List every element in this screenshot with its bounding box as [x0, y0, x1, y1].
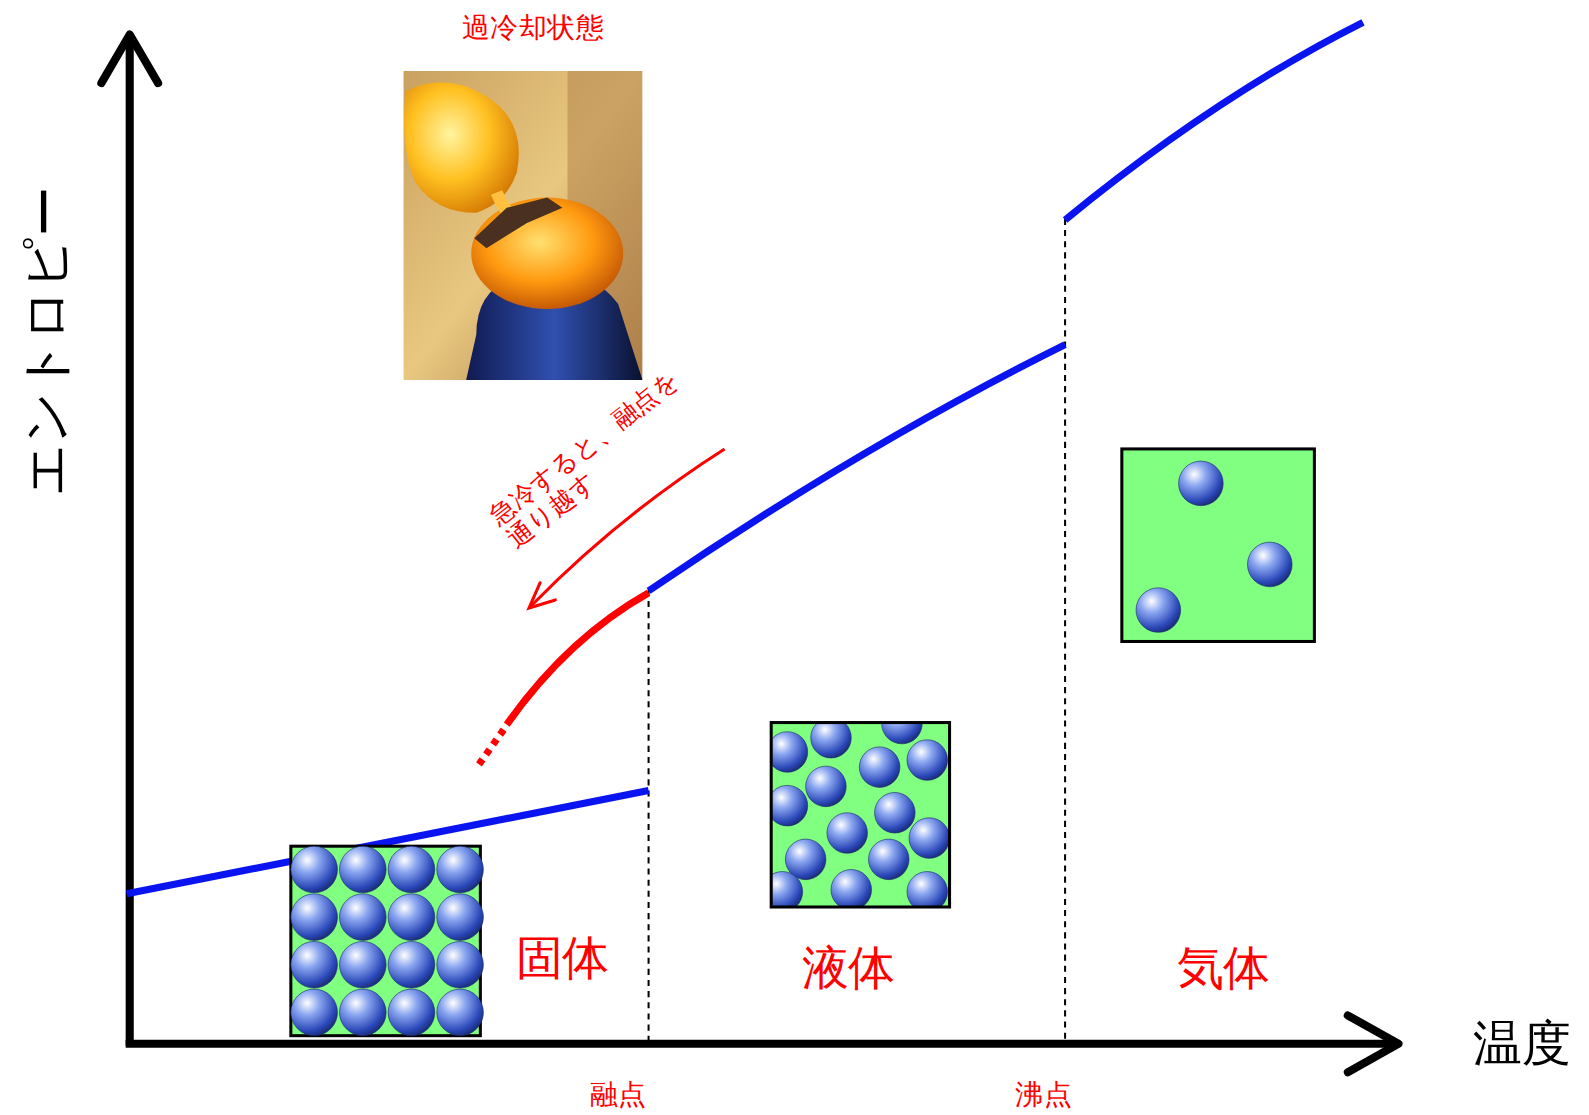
phase-label: 固体: [516, 931, 609, 985]
particle: [339, 989, 386, 1036]
y-arrowhead: [101, 34, 158, 83]
x-axis-label: 温度: [1473, 1016, 1570, 1072]
supercooled-curve: [507, 593, 649, 725]
supercooled-dots: [476, 730, 503, 769]
phase-label: 気体: [1177, 941, 1270, 995]
tick-label: 沸点: [1015, 1078, 1072, 1111]
particle: [827, 813, 868, 854]
particle: [437, 894, 484, 941]
particle: [339, 846, 386, 893]
particle: [291, 989, 338, 1036]
gas-curve: [1065, 22, 1363, 220]
x-axis: [126, 1040, 1399, 1048]
particle: [875, 792, 916, 833]
particle: [388, 989, 435, 1036]
particle: [868, 839, 909, 880]
particle: [859, 747, 900, 788]
particle: [771, 785, 807, 826]
particle: [388, 941, 435, 988]
phase-label: 液体: [802, 941, 895, 995]
particle: [291, 941, 338, 988]
glass-photo: [403, 71, 642, 380]
particle: [882, 723, 923, 744]
particle: [909, 818, 950, 859]
photo-caption: 過冷却状態: [462, 12, 604, 45]
particle: [771, 872, 802, 907]
melting-guide: [648, 590, 650, 1042]
particle: [907, 872, 948, 907]
liquid-box: [762, 703, 949, 912]
particle: [1136, 588, 1181, 633]
solid-box: [291, 846, 484, 1036]
boiling-guide: [1064, 219, 1066, 1042]
tick-label: 融点: [590, 1078, 647, 1111]
particle: [291, 846, 338, 893]
y-axis-label: エントロピー: [16, 187, 74, 496]
cooling-arrowhead: [529, 583, 555, 608]
particle: [811, 723, 852, 758]
particle: [291, 894, 338, 941]
particle: [437, 846, 484, 893]
liquid-curve: [649, 345, 1066, 591]
particle: [771, 732, 807, 773]
particle: [437, 941, 484, 988]
gas-box: [1122, 449, 1315, 642]
particle: [806, 766, 847, 807]
particle: [831, 869, 872, 906]
particle: [339, 941, 386, 988]
cooling-note: 急冷すると、融点を 通り越す: [484, 362, 708, 555]
particle: [339, 894, 386, 941]
particle: [1179, 461, 1224, 506]
particle: [907, 740, 948, 781]
particle: [1247, 542, 1292, 587]
particle: [388, 846, 435, 893]
x-arrowhead: [1348, 1015, 1399, 1072]
particle: [388, 894, 435, 941]
particle: [437, 989, 484, 1036]
